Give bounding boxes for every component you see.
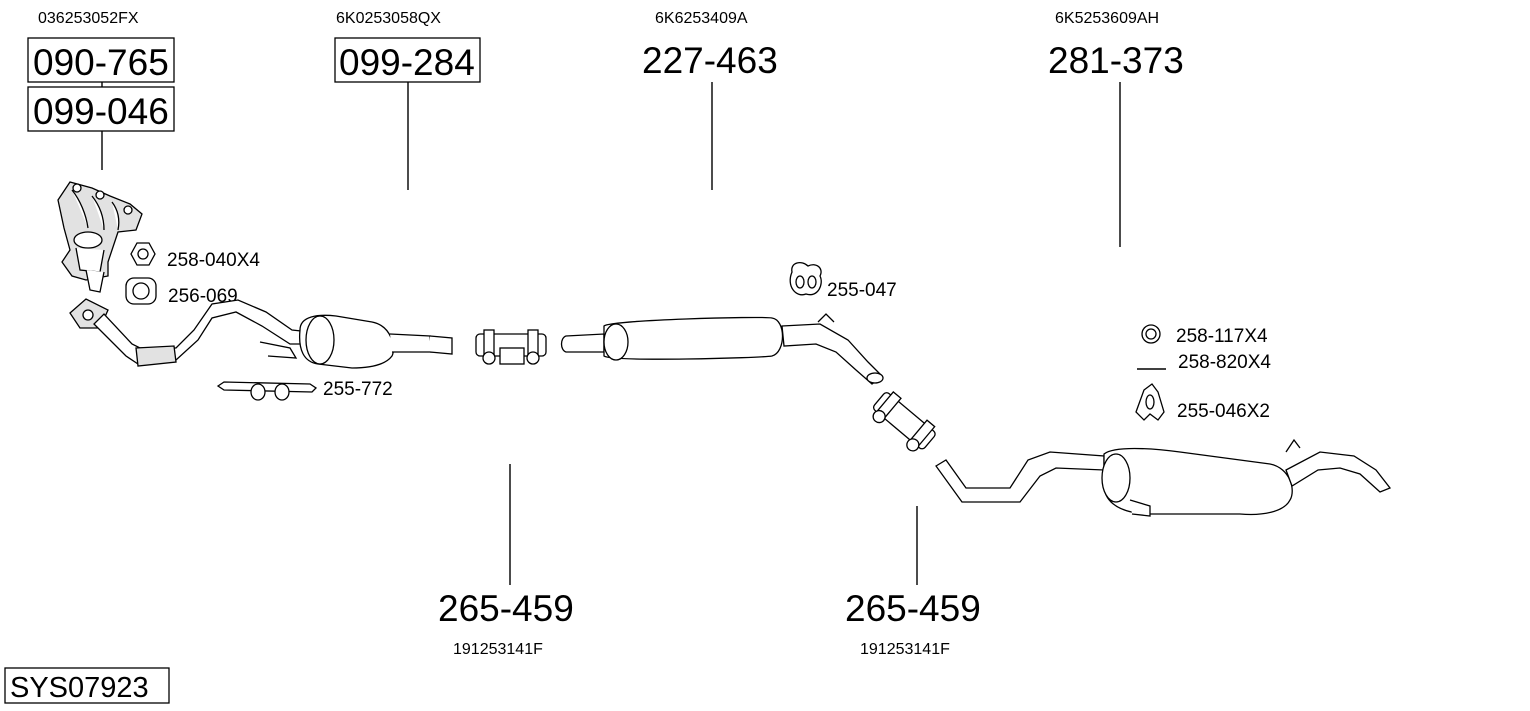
oem-catalyst: 6K0253058QX [336, 10, 441, 27]
system-code: SYS07923 [10, 672, 149, 704]
acc-ring: 258-117X4 [1176, 326, 1268, 347]
clamp-left-drawing[interactable] [475, 329, 547, 365]
oem-clamp-right: 191253141F [860, 641, 950, 658]
hanger-front-drawing[interactable] [216, 381, 318, 401]
acc-rubber-rear: 255-046X2 [1177, 401, 1270, 422]
middle-silencer-drawing[interactable] [560, 313, 884, 385]
part-manifold-b[interactable]: 099-046 [33, 91, 169, 132]
acc-nut: 258-040X4 [167, 250, 260, 271]
oem-middle-silencer: 6K6253409A [655, 10, 748, 27]
part-rear-silencer[interactable]: 281-373 [1048, 40, 1184, 81]
acc-bolt: 258-820X4 [1178, 352, 1271, 373]
acc-hanger-front: 255-772 [323, 379, 393, 400]
oem-rear-silencer: 6K5253609AH [1055, 10, 1159, 27]
acc-rubber-mid: 255-047 [827, 280, 897, 301]
part-middle-silencer[interactable]: 227-463 [642, 40, 778, 81]
manifold-drawing[interactable] [57, 181, 143, 293]
rear-silencer-drawing[interactable] [935, 438, 1392, 517]
part-manifold-a[interactable]: 090-765 [33, 42, 169, 83]
part-clamp-left[interactable]: 265-459 [438, 588, 574, 629]
part-clamp-right[interactable]: 265-459 [845, 588, 981, 629]
part-box-manifold-a [27, 37, 175, 83]
part-box-manifold-b [27, 86, 175, 132]
rubber-mount-mid-icon[interactable] [789, 261, 822, 296]
acc-gasket: 256-069 [168, 286, 238, 307]
oem-manifold: 036253052FX [38, 10, 139, 27]
part-catalyst[interactable]: 099-284 [339, 42, 475, 83]
part-box-catalyst [334, 37, 481, 83]
clamp-right-drawing[interactable] [867, 388, 939, 456]
front-pipe-catalyst-drawing[interactable] [69, 298, 453, 369]
oem-clamp-left: 191253141F [453, 641, 543, 658]
system-code-box [4, 667, 170, 704]
